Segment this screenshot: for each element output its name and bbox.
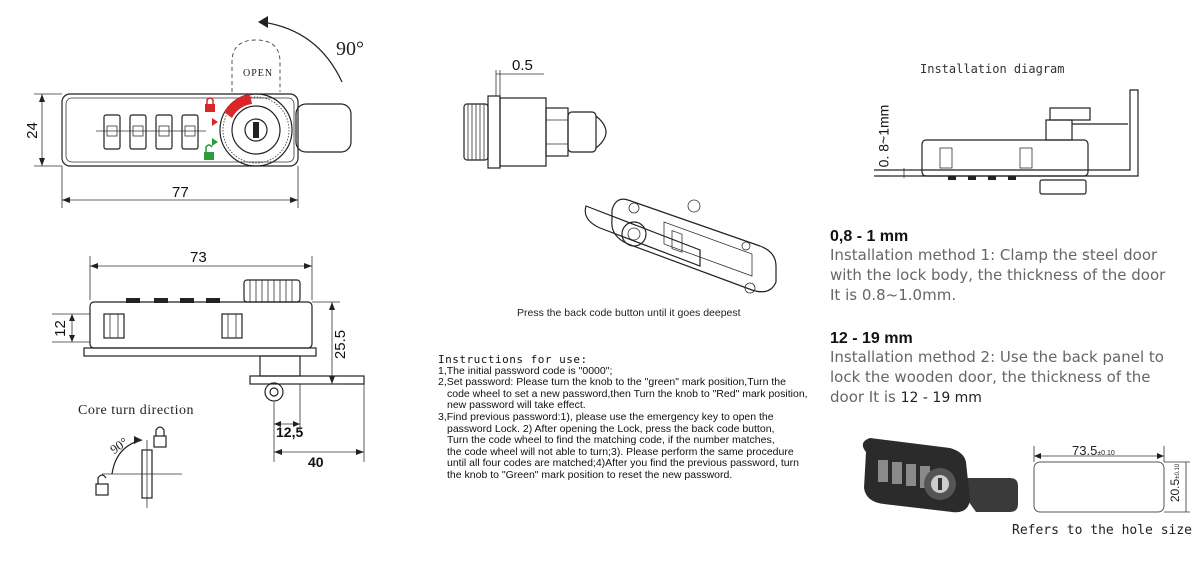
open-label: OPEN — [243, 68, 274, 79]
instruction-line: new password will take effect. — [447, 399, 586, 412]
core-turn-diagram — [95, 426, 182, 508]
instructions-title: Instructions for use: — [438, 353, 588, 366]
hole-size-diagram — [1033, 446, 1190, 513]
keyhole — [244, 118, 268, 142]
method2-heading: 12 - 19 mm — [830, 330, 913, 347]
instruction-line: code wheel to set a new password,then Tu… — [447, 387, 808, 400]
knob-outer — [219, 93, 293, 167]
instruction-line: until all four codes are matched;4)After… — [447, 457, 799, 470]
method1-line: It is 0.8~1.0mm. — [830, 286, 957, 304]
method2-line-prefix: door It is — [830, 388, 901, 406]
side-body — [89, 301, 313, 349]
instruction-line: 2,Set password: Please turn the knob to … — [438, 376, 786, 389]
hole-width-label: 73.5±0.10 — [1072, 443, 1115, 458]
side-length-dimension: 73 — [190, 249, 207, 266]
top-view-lock — [34, 16, 352, 208]
instruction-line: Turn the code wheel to find the matching… — [447, 434, 775, 447]
core-turn-title: Core turn direction — [78, 403, 195, 418]
red-mark-arc — [224, 94, 252, 118]
core-locked-icon — [153, 426, 167, 448]
hole-height-value: 20.5 — [1168, 478, 1183, 503]
top-height-dimension: 24 — [23, 122, 41, 139]
rotation-arrow-icon — [258, 16, 268, 28]
installation-diagram — [874, 89, 1139, 195]
instruction-line: 1,The initial password code is "0000"; — [438, 364, 613, 377]
method1-line: with the lock body, the thickness of the… — [830, 266, 1166, 284]
side-height-dimension: 12 — [51, 320, 69, 337]
green-arrow-icon — [212, 138, 218, 146]
rotation-angle-label: 90° — [336, 38, 364, 60]
code-wheels — [96, 114, 206, 150]
iso-knob — [621, 221, 647, 247]
installation-title: Installation diagram — [920, 62, 1065, 76]
thickness-dimension: 0. 8~1mm — [875, 104, 892, 168]
instruction-line: the code wheel will not able to turn;3).… — [447, 445, 794, 458]
lock-body — [61, 93, 299, 167]
instruction-line: password Lock. 2) After opening the Lock… — [447, 422, 775, 435]
method2-line: lock the wooden door, the thickness of t… — [830, 368, 1151, 386]
bolt-body — [295, 103, 352, 153]
side-depth-dimension: 25.5 — [332, 329, 350, 360]
open-bolt-outline — [231, 39, 281, 92]
top-width-dimension: 77 — [172, 184, 189, 201]
hole-height-tolerance: ±0.10 — [1175, 463, 1182, 479]
hole-height-label: 20.5±0.10 — [1168, 464, 1182, 502]
offset-dimension: 12,5 — [276, 424, 304, 440]
red-lock-icon — [205, 97, 215, 112]
lock-product-image — [862, 438, 1018, 513]
method1-line: Installation method 1: Clamp the steel d… — [830, 246, 1158, 264]
method1-text: Installation method 1: Clamp the steel d… — [830, 245, 1190, 305]
hole-width-tolerance: ±0.10 — [1097, 450, 1115, 457]
cam-plate — [249, 375, 365, 385]
hole-caption: Refers to the hole size — [1012, 523, 1193, 538]
green-unlock-icon — [204, 144, 214, 160]
side-view-lock — [52, 256, 365, 462]
iso-caption: Press the back code button until it goes… — [517, 307, 741, 319]
core-unlocked-icon — [95, 474, 109, 496]
cylinder-view — [463, 70, 607, 169]
instruction-line: 3,Find previous password:1), please use … — [438, 410, 774, 423]
iso-bolt — [584, 205, 701, 267]
instructions-block: Instructions for use: 1,The initial pass… — [438, 354, 818, 482]
red-arrow-icon — [212, 118, 218, 126]
rotation-arc — [261, 21, 343, 83]
gap-dimension: 0.5 — [512, 57, 533, 74]
hole-width-value: 73.5 — [1072, 443, 1098, 458]
iso-body — [611, 198, 777, 293]
method1-heading: 0,8 - 1 mm — [830, 228, 909, 245]
method2-text: Installation method 2: Use the back pane… — [830, 347, 1190, 408]
instruction-line: the knob to "Green" mark position to res… — [447, 468, 733, 481]
total-dimension: 40 — [308, 454, 324, 470]
method2-thickness-value: 12 - 19 mm — [900, 390, 982, 406]
iso-view-lock — [584, 198, 777, 294]
method2-line: Installation method 2: Use the back pane… — [830, 348, 1164, 366]
